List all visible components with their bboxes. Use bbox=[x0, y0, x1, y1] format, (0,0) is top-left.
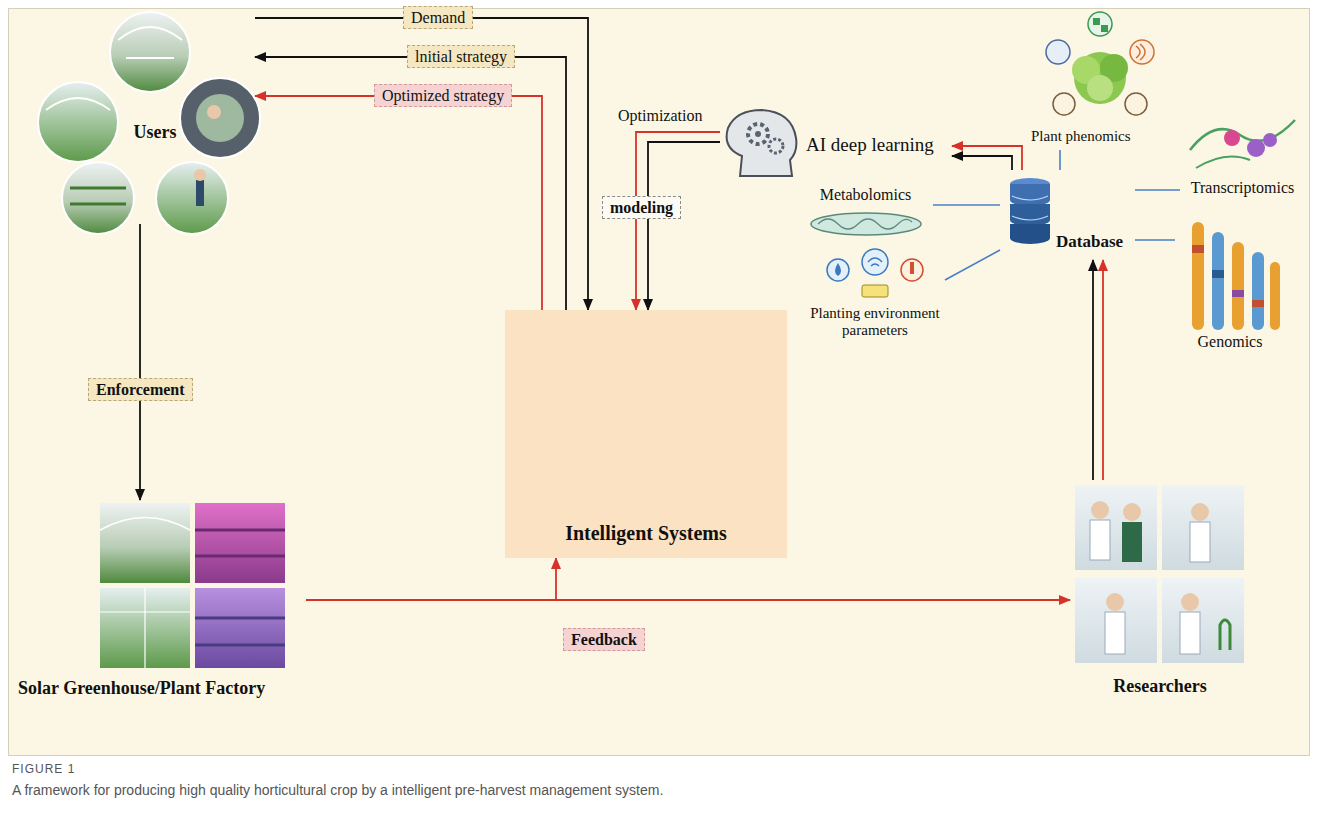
connector bbox=[139, 224, 141, 500]
node-label: Database bbox=[1056, 232, 1133, 252]
phenomics-illustration bbox=[1046, 12, 1154, 115]
ai-head-icon bbox=[727, 110, 797, 176]
node-label: Planting environment parameters bbox=[807, 305, 943, 340]
edge-label: modeling bbox=[602, 196, 681, 219]
omics-node: Transcriptomics bbox=[1180, 105, 1305, 201]
node-label: Users bbox=[55, 122, 255, 143]
researcher-node: Researchers bbox=[1070, 480, 1250, 701]
figure-caption: A framework for producing high quality h… bbox=[12, 782, 663, 798]
node-label: Plant phenomics bbox=[1031, 128, 1171, 145]
connector bbox=[636, 132, 720, 310]
edge-label: Enforcement bbox=[88, 378, 193, 401]
genomics-chromosomes bbox=[1192, 222, 1280, 330]
omics-node: Plant phenomics bbox=[1025, 8, 1175, 150]
node-label: Transcriptomics bbox=[1180, 179, 1305, 197]
edge-label: Demand bbox=[403, 6, 473, 29]
connector bbox=[306, 558, 556, 600]
figure-number: FIGURE 1 bbox=[12, 762, 75, 776]
researcher-photos bbox=[1075, 485, 1244, 663]
connector bbox=[952, 156, 1012, 170]
connector bbox=[255, 18, 588, 310]
connector bbox=[945, 250, 1000, 280]
connector bbox=[1135, 189, 1180, 191]
node-label: Researchers bbox=[1070, 676, 1250, 697]
connector bbox=[952, 146, 1022, 170]
edge-label: Feedback bbox=[563, 628, 645, 651]
facility-node: Solar Greenhouse/Plant Factory bbox=[14, 500, 306, 705]
database-icon bbox=[1010, 178, 1050, 244]
omics-node: Genomics bbox=[1175, 215, 1285, 355]
edge-label: Optimization bbox=[611, 105, 709, 126]
node-label: Solar Greenhouse/Plant Factory bbox=[18, 678, 302, 699]
environment-node: Planting environment parameters bbox=[805, 243, 945, 355]
system-box: Intelligent Systems bbox=[505, 310, 787, 558]
connector bbox=[1092, 260, 1094, 480]
node-label: Intelligent Systems bbox=[505, 522, 787, 545]
connector bbox=[306, 599, 1070, 601]
connector bbox=[255, 96, 542, 310]
node-label: AI deep learning bbox=[806, 134, 948, 156]
transcriptomics-illustration bbox=[1190, 120, 1295, 168]
node-label: Metabolomics bbox=[798, 186, 933, 204]
edge-label: lnitial strategy bbox=[407, 45, 515, 68]
connector bbox=[255, 57, 566, 310]
ai-node: AI deep learning bbox=[720, 110, 952, 180]
user-photos bbox=[38, 12, 260, 234]
edge-label: Optimized strategy bbox=[374, 84, 512, 107]
connector bbox=[648, 142, 720, 310]
omics-node: Metabolomics bbox=[798, 180, 933, 238]
connector bbox=[933, 204, 1000, 206]
greenhouse-photos bbox=[100, 503, 285, 668]
connector bbox=[1102, 260, 1104, 480]
connector bbox=[1059, 150, 1061, 170]
connector bbox=[1135, 239, 1175, 241]
mitochondrion bbox=[811, 213, 921, 235]
database-node: Database bbox=[1000, 170, 1135, 260]
node-label: Genomics bbox=[1175, 333, 1285, 351]
environment-icons bbox=[827, 249, 923, 297]
user-group: Users bbox=[55, 12, 255, 224]
